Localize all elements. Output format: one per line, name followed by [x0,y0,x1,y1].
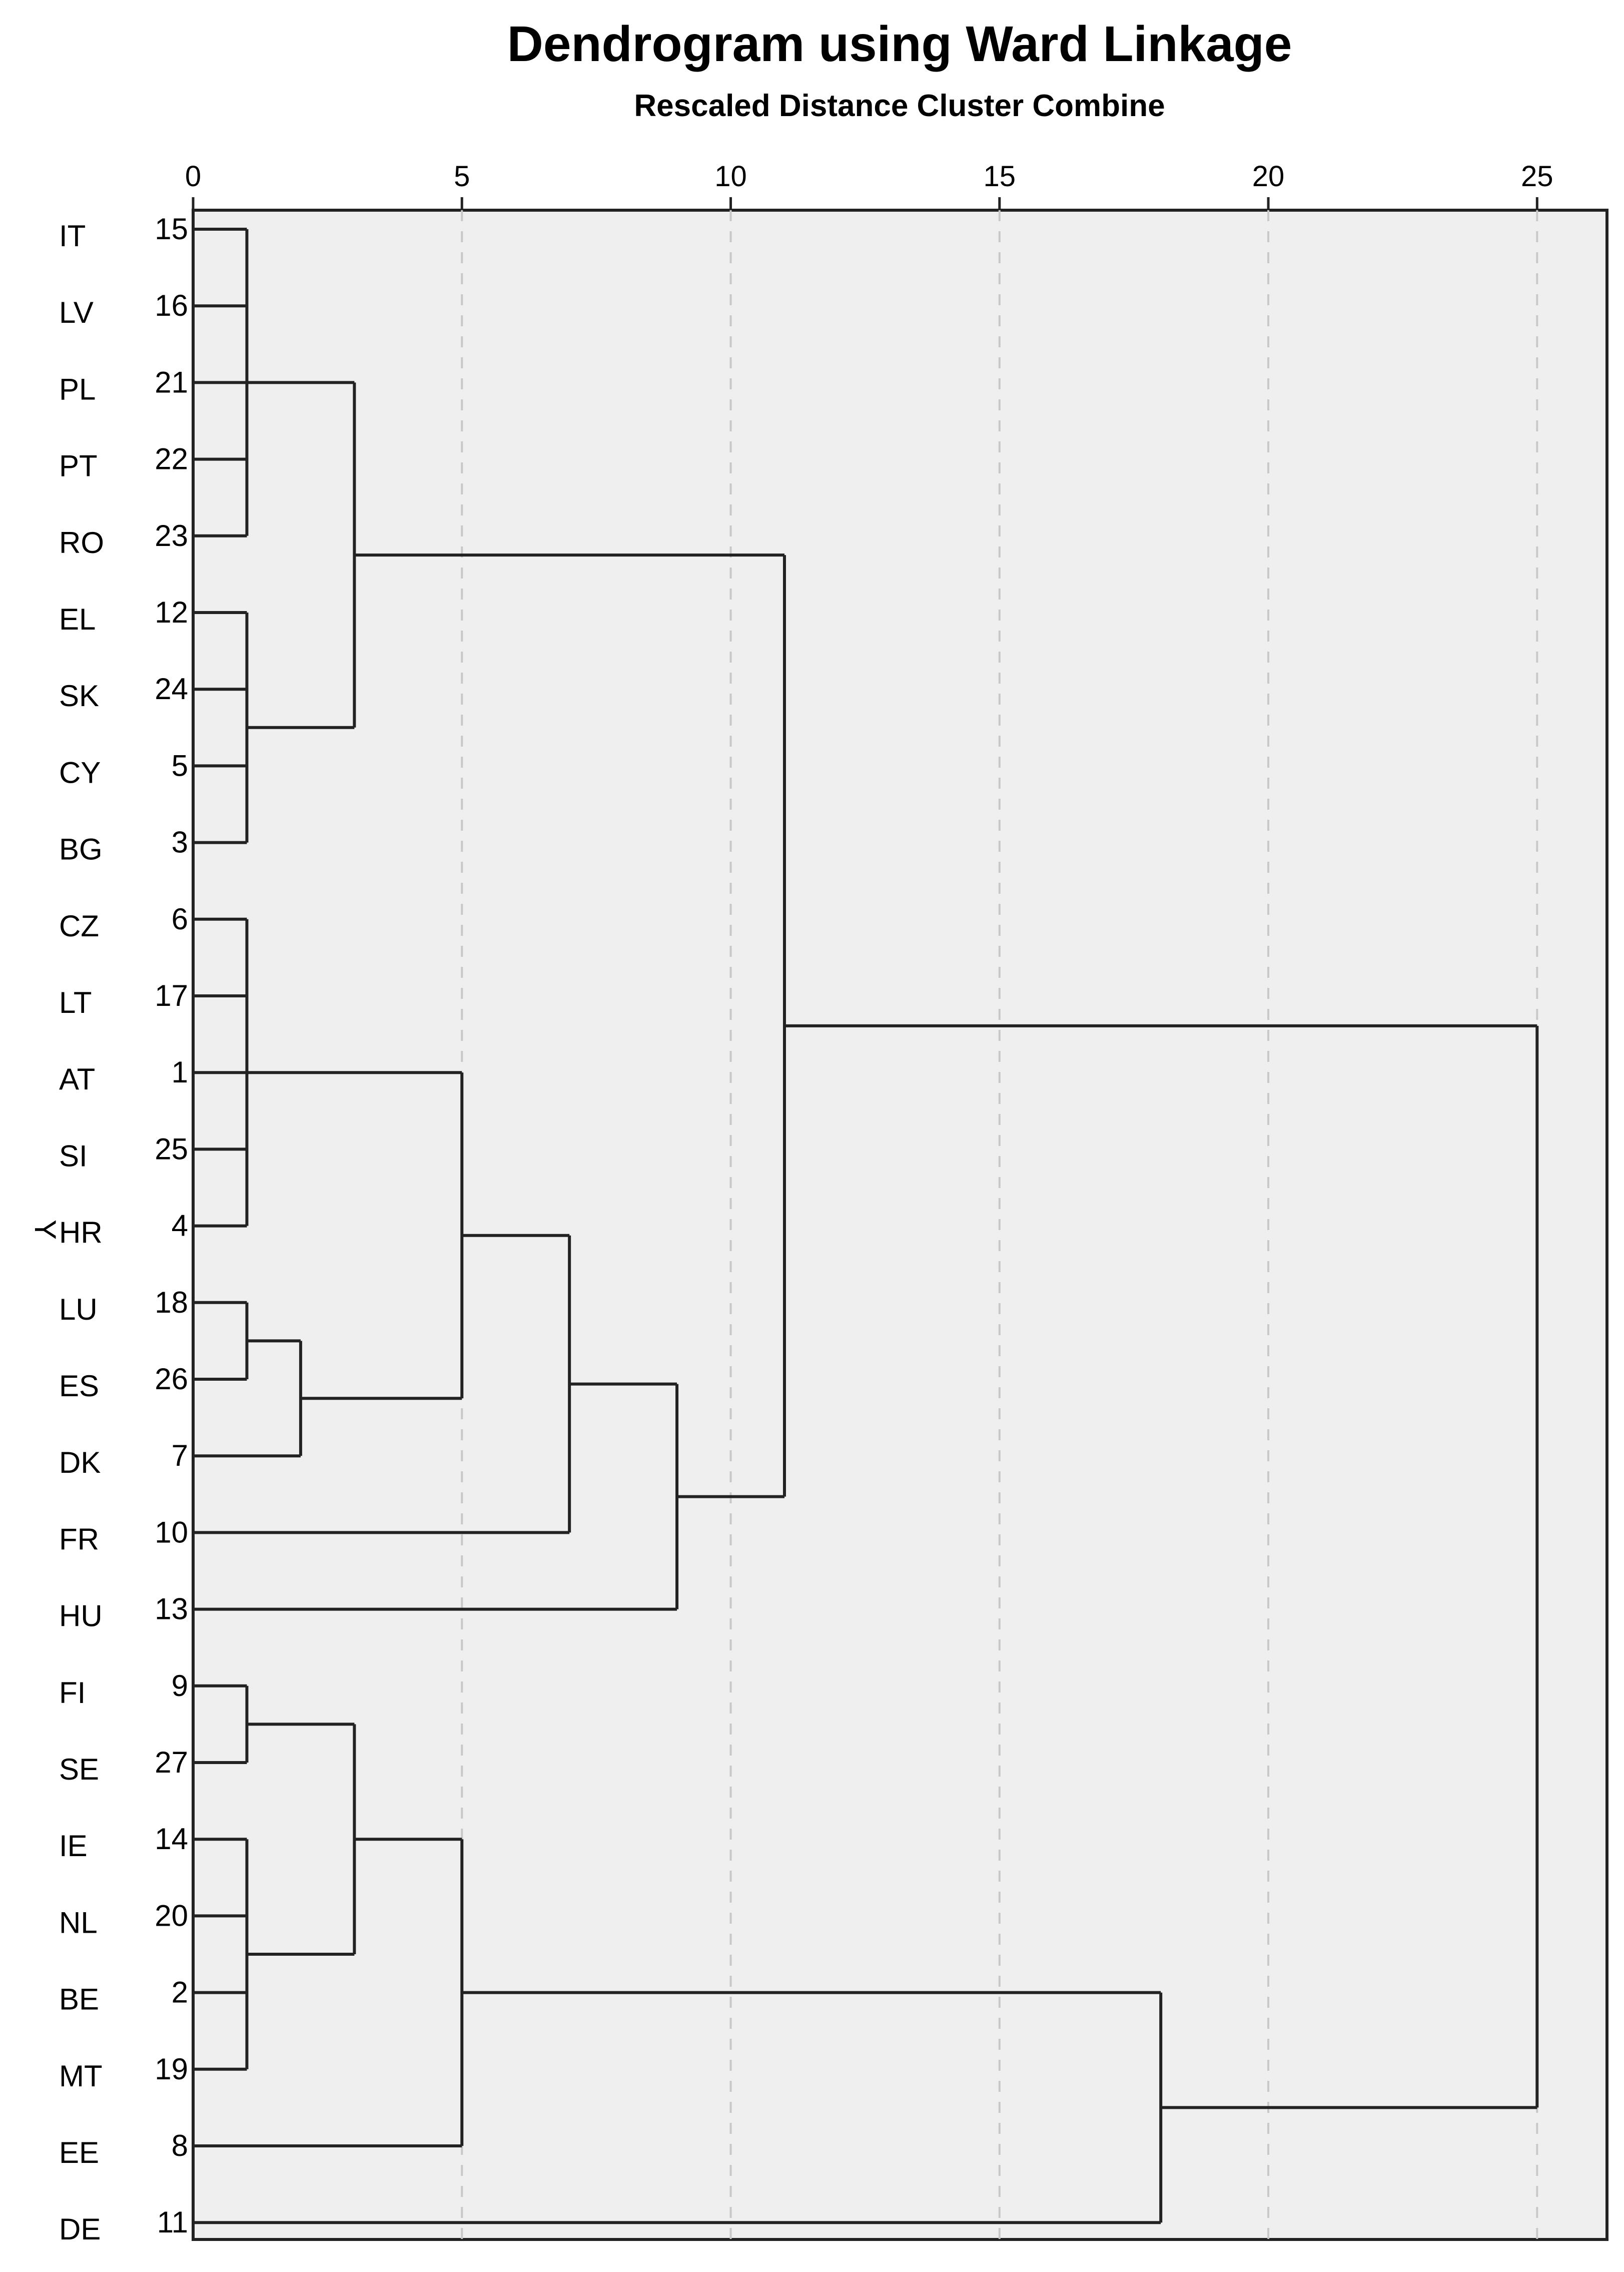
leaf-case-number: 22 [155,442,188,476]
leaf-label: ES [59,1369,99,1403]
leaf-label: LT [59,986,92,1019]
leaf-label: LV [59,296,94,329]
leaf-case-number: 6 [172,902,188,936]
leaf-case-number: 27 [155,1746,188,1779]
leaf-case-number: 19 [155,2052,188,2086]
x-axis-ticks: 0 5 10 15 20 25 [185,160,1553,210]
leaf-label: IT [59,219,86,253]
dendrogram-branches [193,228,1539,2224]
leaf-label: BE [59,1983,99,2016]
leaf-label: SI [59,1139,88,1173]
leaf-case-number: 10 [155,1515,188,1549]
leaf-case-number: 18 [155,1286,188,1319]
x-tick-label: 25 [1521,160,1553,193]
leaf-case-number: 11 [157,2205,188,2239]
leaf-case-number: 5 [172,749,188,782]
chart-subtitle: Rescaled Distance Cluster Combine [634,89,1165,123]
leaf-case-number: 14 [155,1822,188,1856]
leaf-label: NL [59,1906,98,1939]
leaf-label: DE [59,2212,101,2246]
leaf-case-number: 23 [155,519,188,552]
leaf-label: FI [59,1676,86,1710]
leaf-label: HU [59,1599,103,1633]
leaf-case-number: 20 [155,1899,188,1932]
leaf-case-number: 1 [172,1055,188,1089]
x-tick-label: 20 [1252,160,1285,193]
leaf-case-number: 17 [155,979,188,1012]
leaf-case-number: 7 [172,1439,188,1472]
x-tick-label: 15 [984,160,1016,193]
x-tick-label: 5 [454,160,470,193]
leaf-label: AT [59,1062,95,1096]
leaf-label: DK [59,1446,101,1479]
leaf-label: IE [59,1829,88,1863]
leaf-case-number: 25 [155,1132,188,1166]
leaf-case-number: 24 [155,672,188,706]
leaf-case-number: 8 [172,2129,188,2162]
leaf-label: EL [59,603,96,636]
leaf-case-number: 15 [155,212,188,246]
leaf-label: SE [59,1753,99,1786]
leaf-case-number: 21 [155,365,188,399]
leaf-case-number: 12 [155,596,188,629]
leaf-label: FR [59,1522,99,1556]
chart-title: Dendrogram using Ward Linkage [507,16,1292,72]
y-axis-label: Y [29,1220,62,1240]
leaf-label: LU [59,1293,98,1326]
leaf-label: HR [59,1216,103,1250]
leaf-label: EE [59,2136,99,2169]
leaf-case-number: 3 [172,826,188,859]
leaf-label: PL [59,372,96,406]
leaf-label: BG [59,833,103,866]
x-tick-label: 0 [185,160,201,193]
x-tick-label: 10 [714,160,747,193]
plot-area [192,209,1608,2241]
leaf-label: CZ [59,909,99,943]
leaf-case-number: 26 [155,1362,188,1396]
leaf-label: RO [59,526,104,559]
leaf-case-number: 16 [155,289,188,322]
leaf-label: PT [59,449,98,483]
leaf-case-number: 9 [172,1669,188,1702]
leaf-case-number: 4 [172,1209,188,1243]
leaf-label: SK [59,679,99,713]
leaf-label: MT [59,2059,103,2093]
leaf-case-number: 2 [172,1976,188,2009]
leaf-case-number: 13 [155,1592,188,1626]
leaf-label: CY [59,756,101,789]
